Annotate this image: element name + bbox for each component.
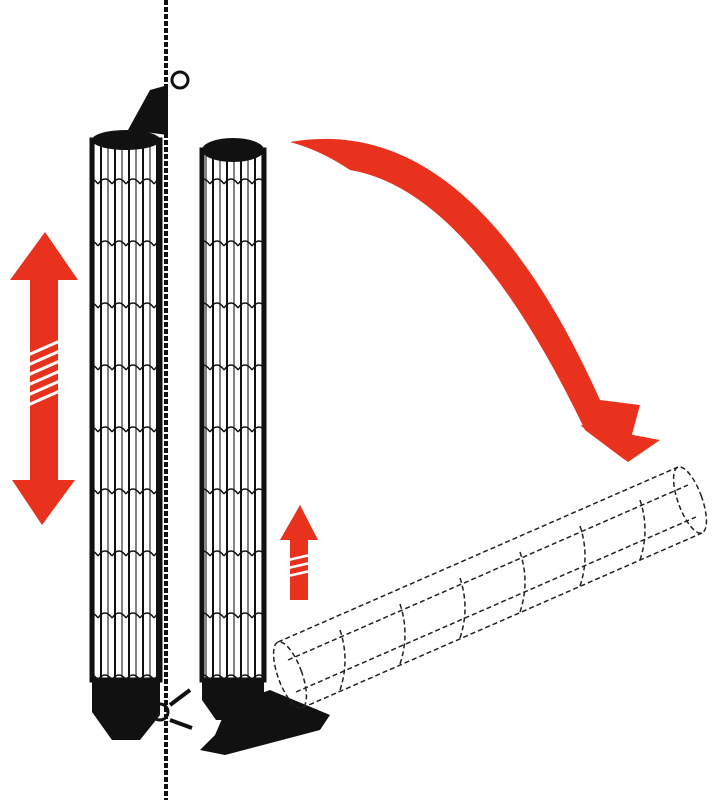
up-down-arrow (10, 232, 78, 525)
curved-arrow (290, 138, 660, 462)
tilted-dashed-cylinder (272, 466, 708, 709)
standalone-cylinder-cage (199, 138, 330, 755)
base-plate (200, 690, 330, 755)
mounted-cylinder-cage (89, 70, 193, 740)
small-up-arrow (280, 505, 318, 600)
